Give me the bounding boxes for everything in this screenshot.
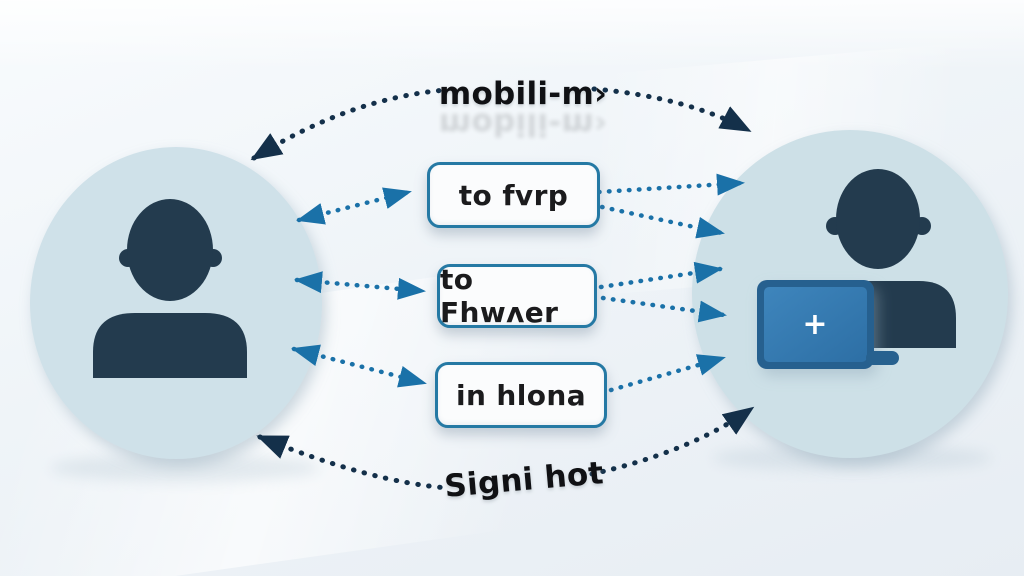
person-icon (93, 199, 247, 378)
flow-box-2: to Fhwʌer (437, 263, 597, 329)
right-user-node: + (692, 130, 1008, 458)
top-arc-label-reflection: mobili-m› (438, 106, 608, 142)
arrow-left-circle-box2 (294, 271, 426, 300)
laptop-icon: + (757, 280, 899, 369)
arc-bottom-right (589, 406, 755, 477)
arrow-box2-right-circle-a (598, 261, 723, 290)
flow-box-3-label: in hlona (455, 378, 587, 412)
flow-box-3: in hlona (435, 362, 607, 428)
left-circle (30, 147, 322, 459)
arrow-left-circle-box1 (296, 187, 412, 225)
top-arc-label: mobili-m› (438, 76, 608, 112)
left-user-node (30, 147, 322, 459)
arc-top-left (250, 87, 449, 161)
arrow-box1-right-circle-a (596, 173, 745, 196)
arrow-left-circle-box3 (291, 344, 427, 388)
arc-top-right (591, 86, 752, 133)
arrow-box2-right-circle-b (600, 295, 727, 323)
flow-box-1-label: to fvrp (458, 178, 569, 212)
flow-box-2-label: to Fhwʌer (440, 263, 559, 329)
arc-bottom-left (256, 434, 451, 491)
ground-shadow (712, 445, 992, 471)
arrow-box1-right-circle-b (599, 204, 725, 239)
flow-box-1: to fvrp (427, 162, 600, 228)
plus-icon: + (802, 307, 827, 342)
arrow-box3-right-circle (608, 354, 726, 393)
ground-shadow (50, 454, 320, 482)
